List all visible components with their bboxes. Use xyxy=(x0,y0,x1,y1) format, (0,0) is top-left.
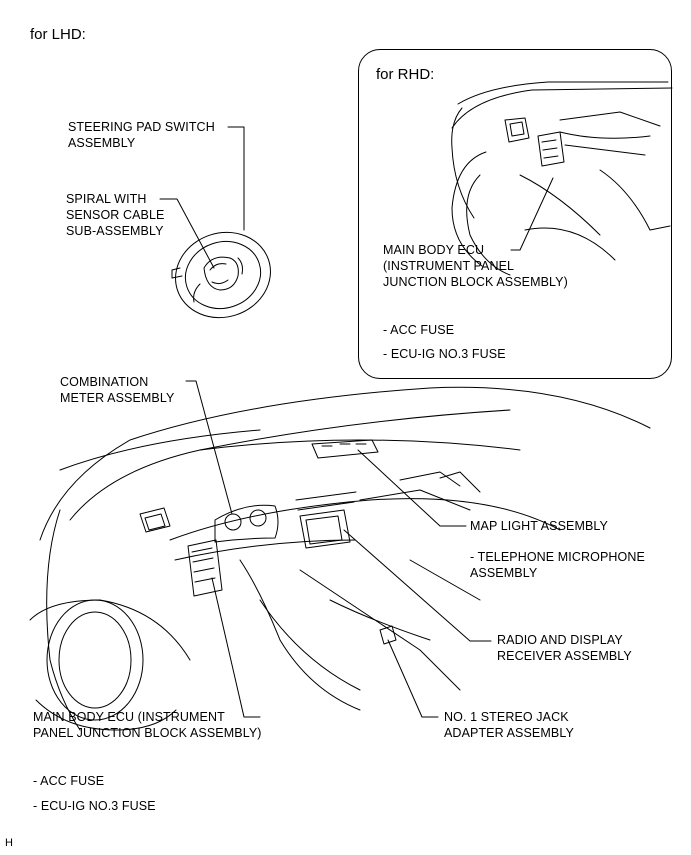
fuse-acc: - ACC FUSE xyxy=(33,774,105,788)
steering-wheel-illustration xyxy=(171,231,271,319)
spiral-leader xyxy=(159,198,215,269)
radio-display-leader xyxy=(343,529,492,642)
rhd-inset-frame xyxy=(358,49,672,379)
rhd-title: for RHD: xyxy=(376,66,435,83)
combination-meter-leader xyxy=(185,380,233,515)
footer-code: H xyxy=(5,837,14,849)
lhd-title: for LHD: xyxy=(30,26,86,43)
rhd-fuse-ecu-ig: - ECU-IG NO.3 FUSE xyxy=(383,347,506,361)
rhd-fuse-acc: - ACC FUSE xyxy=(383,323,455,337)
map-light-leader xyxy=(357,449,467,527)
rhd-ecu-leader xyxy=(510,177,554,251)
dashboard-illustration xyxy=(29,386,651,731)
rhd-car-illustration xyxy=(451,81,673,276)
fuse-ecu-ig: - ECU-IG NO.3 FUSE xyxy=(33,799,156,813)
stereo-jack-leader xyxy=(387,639,439,718)
map-light-label: MAP LIGHT ASSEMBLY xyxy=(470,519,608,533)
steering-pad-leader xyxy=(227,126,245,231)
main-body-ecu-leader xyxy=(211,577,261,718)
